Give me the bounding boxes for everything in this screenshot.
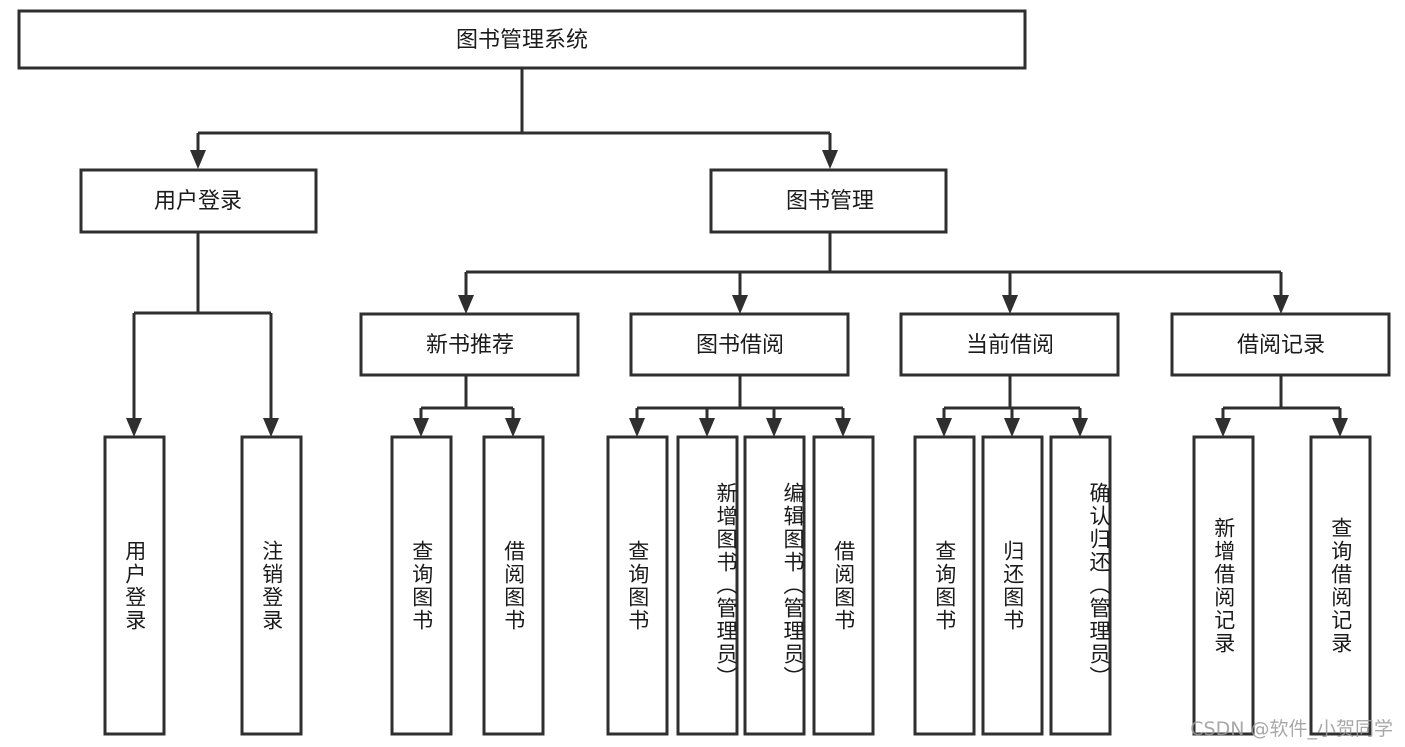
arrowhead-currentborrow-leaf3 <box>1072 418 1088 437</box>
node-user-login[interactable]: 用户登录 <box>79 168 318 234</box>
arrowhead-bookborrow-leaf1 <box>629 418 645 437</box>
leaf-rect-borrow-record-2[interactable] <box>1309 435 1372 736</box>
arrowhead-newbook-leaf1 <box>413 418 429 437</box>
connector-group-currentborrow <box>936 375 1088 437</box>
node-current-borrow-label: 当前借阅 <box>966 333 1054 358</box>
node-current-borrow[interactable]: 当前借阅 <box>899 312 1120 377</box>
arrowhead-currentborrow-leaf1 <box>936 418 952 437</box>
node-borrow-record[interactable]: 借阅记录 <box>1170 312 1391 377</box>
leaf-rect-book-borrow-1[interactable] <box>606 435 669 736</box>
arrowhead-userlogin <box>190 150 206 169</box>
arrowhead-newbook <box>458 295 474 314</box>
leaf-rect-current-borrow-3[interactable] <box>1049 435 1112 736</box>
node-new-book-recommend-label: 新书推荐 <box>426 333 514 358</box>
arrowhead-bookborrow-leaf2 <box>699 418 715 437</box>
leaf-rect-borrow-record-1[interactable] <box>1192 435 1255 736</box>
arrowhead-newbook-leaf2 <box>505 418 521 437</box>
leaf-rect-user-login-1[interactable] <box>103 435 166 736</box>
node-user-login-label: 用户登录 <box>154 189 242 214</box>
node-root-label: 图书管理系统 <box>456 28 588 53</box>
node-borrow-record-rect[interactable] <box>1170 312 1391 377</box>
node-root-rect[interactable] <box>17 9 1027 70</box>
node-new-book-recommend[interactable]: 新书推荐 <box>359 312 580 377</box>
node-borrow-record-label: 借阅记录 <box>1237 333 1325 358</box>
leaf-rect-user-login-2[interactable] <box>240 435 303 736</box>
node-book-borrow-rect[interactable] <box>629 312 850 377</box>
leaf-rect-current-borrow-2[interactable] <box>981 435 1044 736</box>
node-root[interactable]: 图书管理系统 <box>17 9 1027 70</box>
arrowhead-userlogin-leaf1 <box>126 418 142 437</box>
node-user-login-rect[interactable] <box>79 168 318 234</box>
node-new-book-recommend-rect[interactable] <box>359 312 580 377</box>
leaf-rect-book-borrow-3[interactable] <box>743 435 806 736</box>
arrowhead-bookborrow-leaf3 <box>766 418 782 437</box>
connector-group-userlogin <box>126 232 279 437</box>
arrowhead-borrowrecord-leaf2 <box>1332 418 1348 437</box>
arrowhead-borrowrecord-leaf1 <box>1215 418 1231 437</box>
arrowhead-currentborrow <box>1002 295 1018 314</box>
node-book-management[interactable]: 图书管理 <box>709 168 948 234</box>
connector-group-root <box>190 68 838 169</box>
watermark-text: CSDN @软件_小贺同学 <box>1190 718 1393 740</box>
node-book-management-label: 图书管理 <box>786 189 874 214</box>
arrowhead-userlogin-leaf2 <box>263 418 279 437</box>
arrowhead-bookborrow-leaf4 <box>835 418 851 437</box>
connector-group-borrowrecord <box>1215 375 1348 437</box>
node-current-borrow-rect[interactable] <box>899 312 1120 377</box>
arrowhead-borrowrecord <box>1273 295 1289 314</box>
node-book-borrow-label: 图书借阅 <box>696 333 784 358</box>
leaf-rect-new-book-1[interactable] <box>390 435 453 736</box>
leaf-rect-current-borrow-1[interactable] <box>913 435 976 736</box>
connector-group-newbook <box>413 375 521 437</box>
arrowhead-currentborrow-leaf2 <box>1004 418 1020 437</box>
node-book-management-rect[interactable] <box>709 168 948 234</box>
leaf-rect-book-borrow-2[interactable] <box>676 435 739 736</box>
connector-group-bookmgmt <box>458 232 1289 314</box>
leaf-rect-book-borrow-4[interactable] <box>812 435 875 736</box>
leaf-rect-new-book-2[interactable] <box>482 435 545 736</box>
arrowhead-bookborrow <box>732 295 748 314</box>
connector-group-bookborrow <box>629 375 851 437</box>
node-book-borrow[interactable]: 图书借阅 <box>629 312 850 377</box>
arrowhead-bookmgmt <box>822 150 838 169</box>
